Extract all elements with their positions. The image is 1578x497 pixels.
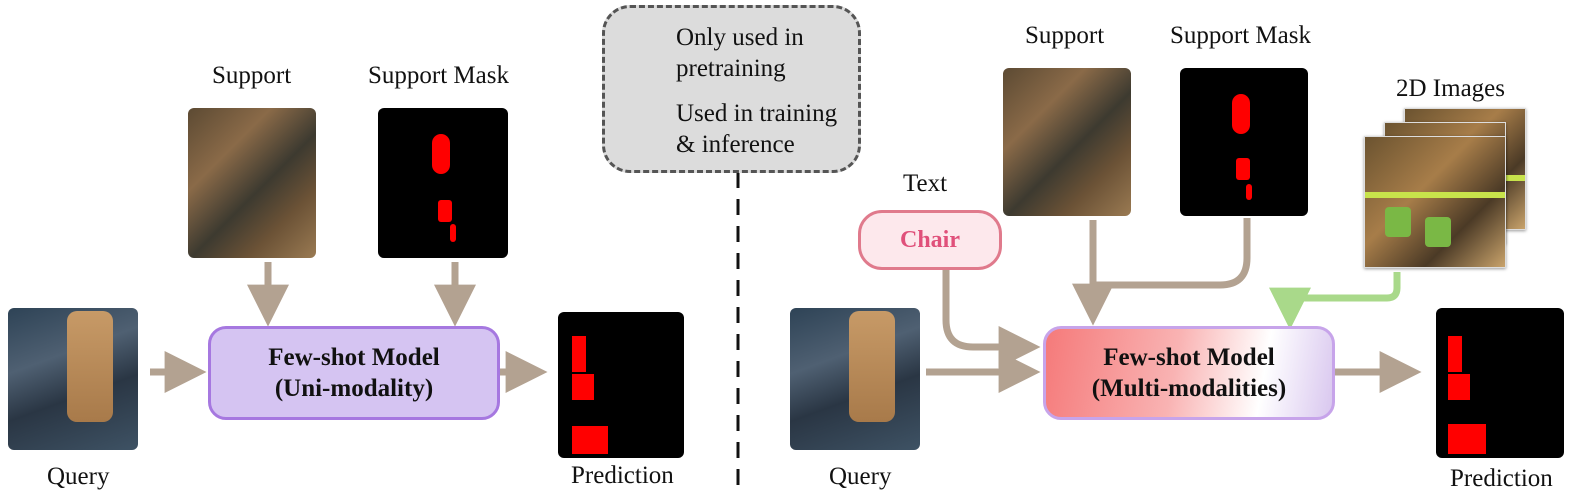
- right-support-point-cloud: [1003, 68, 1131, 216]
- right-text-arrow: [942, 270, 1041, 368]
- mask-chair-segment: [450, 224, 456, 242]
- legend-box: [602, 5, 861, 173]
- multi-modality-model: Few-shot Model (Multi-modalities): [1043, 326, 1335, 420]
- right-support-mask-label: Support Mask: [1170, 22, 1311, 49]
- prediction-chair-segment: [572, 336, 586, 372]
- mask-chair-segment: [438, 200, 452, 222]
- prediction-chair-segment: [1448, 424, 1486, 454]
- right-support-mask: [1180, 68, 1308, 216]
- legend-pretrain-line2: pretraining: [676, 55, 786, 82]
- right-prediction: [1436, 308, 1564, 458]
- right-mask-connector: [1095, 218, 1251, 289]
- text-prompt-value: Chair: [900, 226, 960, 253]
- left-support-mask-label: Support Mask: [368, 62, 509, 89]
- prediction-chair-segment: [572, 374, 594, 400]
- 2d-images-stack: [1364, 108, 1554, 268]
- left-prediction: [558, 312, 684, 458]
- uni-model-line1: Few-shot Model: [268, 343, 440, 371]
- left-support-mask: [378, 108, 508, 258]
- legend-pretrain-line1: Only used in: [676, 24, 804, 51]
- prediction-chair-segment: [1448, 336, 1462, 372]
- multi-model-line2: (Multi-modalities): [1091, 375, 1287, 402]
- right-prediction-label: Prediction: [1450, 465, 1553, 492]
- mask-chair-segment: [432, 134, 450, 174]
- mask-chair-segment: [1246, 184, 1252, 200]
- right-support-label: Support: [1025, 22, 1105, 49]
- text-prompt-pill: Chair: [858, 210, 1002, 270]
- query-bench: [848, 310, 896, 422]
- mask-chair-segment: [1232, 94, 1250, 134]
- 2d-image-frame: [1364, 136, 1506, 268]
- left-support-point-cloud: [188, 108, 316, 258]
- chair-in-image: [1385, 207, 1411, 237]
- multi-model-line1: Few-shot Model: [1103, 343, 1275, 371]
- query-bench: [66, 310, 114, 422]
- prediction-chair-segment: [572, 426, 608, 454]
- legend-train-line2: & inference: [676, 131, 795, 158]
- uni-model-line2: (Uni-modality): [274, 375, 434, 402]
- right-text-label: Text: [903, 170, 948, 197]
- legend-train-line1: Used in training: [676, 100, 838, 127]
- legend-pretrain-text: Only used in pretraining: [676, 22, 804, 84]
- left-support-label: Support: [212, 62, 292, 89]
- left-prediction-label: Prediction: [571, 462, 674, 489]
- mask-chair-segment: [1236, 158, 1250, 180]
- prediction-chair-segment: [1448, 374, 1470, 400]
- left-query-label: Query: [47, 463, 110, 490]
- uni-modality-model: Few-shot Model (Uni-modality): [208, 326, 500, 420]
- right-2d-images-label: 2D Images: [1396, 75, 1505, 102]
- chair-in-image: [1425, 217, 1451, 247]
- right-query-label: Query: [829, 463, 892, 490]
- legend-train-text: Used in training & inference: [676, 98, 837, 160]
- left-query-point-cloud: [8, 308, 138, 450]
- right-images-arrow: [1269, 272, 1401, 330]
- right-query-point-cloud: [790, 308, 920, 450]
